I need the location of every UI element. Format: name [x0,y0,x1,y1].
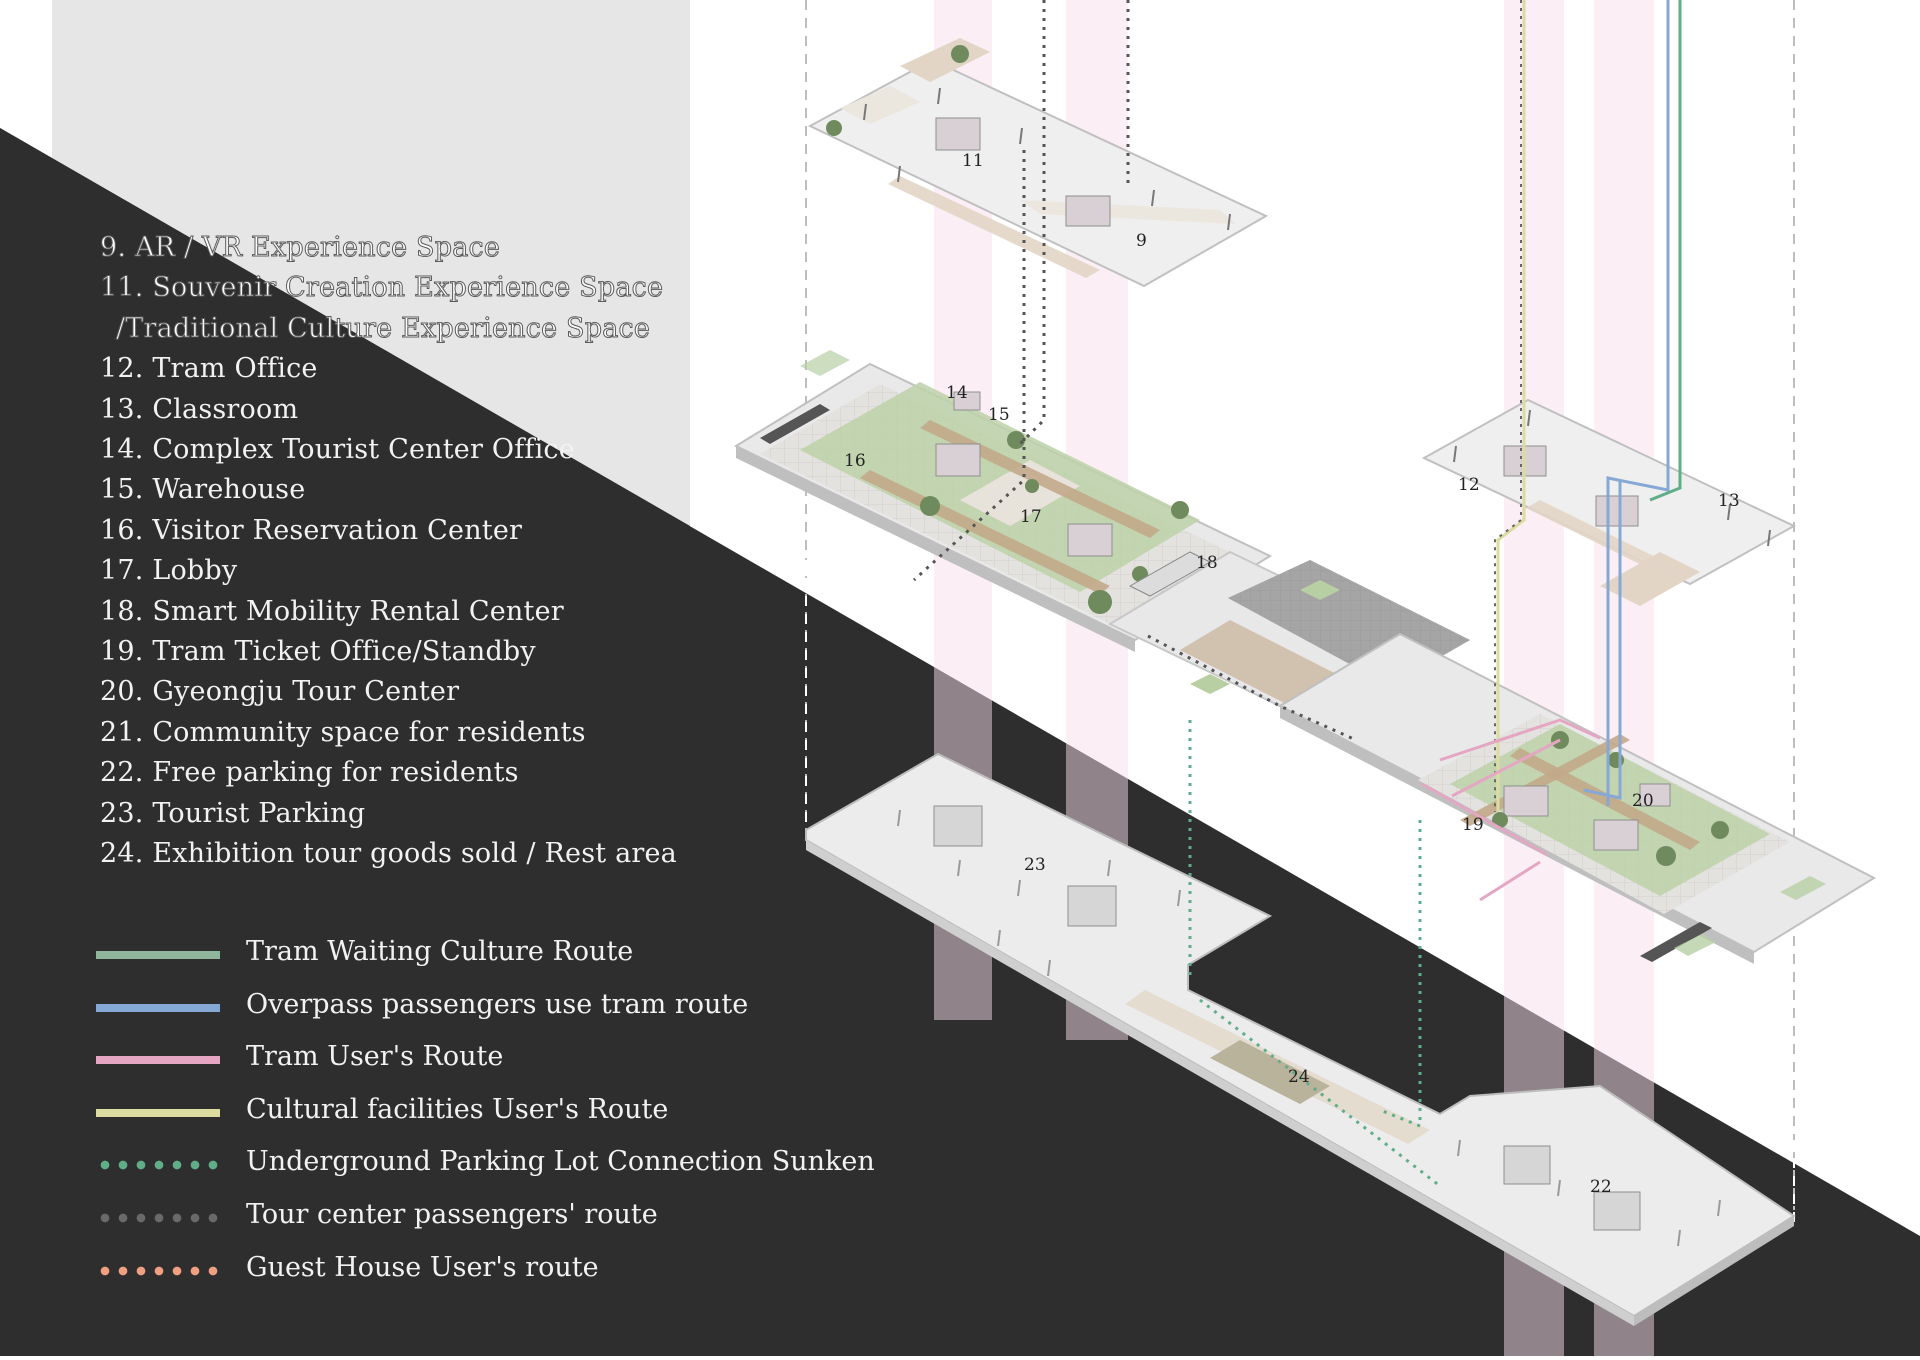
upper-level-left [807,38,1269,288]
route-label: Guest House User's route [246,1251,599,1283]
label-13: 13 [1718,491,1740,511]
route-swatch [96,1211,220,1224]
route-swatch [96,951,220,959]
space-legend-item: 13. Classroom [100,393,299,425]
space-legend-item: 11. Souvenir Creation Experience Space [100,272,664,304]
space-legend-item: /Traditional Culture Experience Space [116,312,651,344]
dark-panel-left [0,128,690,1356]
label-11: 11 [962,151,984,171]
route-label: Tram User's Route [246,1041,504,1073]
space-legend-item: 24. Exhibition tour goods sold / Rest ar… [100,838,677,870]
route-label: Tour center passengers' route [246,1198,658,1230]
label-24: 24 [1288,1067,1310,1087]
space-legend-item: 19. Tram Ticket Office/Standby [100,636,536,668]
label-9: 9 [1136,231,1147,251]
space-legend-item: 9. AR / VR Experience Space [100,231,501,263]
route-label: Tram Waiting Culture Route [246,936,634,967]
label-12: 12 [1458,475,1480,495]
space-legend-item: 17. Lobby [100,555,238,587]
plan-number-labels: 11 9 12 13 14 15 16 17 18 19 20 23 24 22 [844,151,1740,1197]
route-swatch [96,1056,220,1065]
label-16: 16 [844,451,866,471]
route-swatch [96,1264,220,1277]
label-15: 15 [988,405,1010,425]
label-17: 17 [1020,507,1042,527]
route-lines [912,0,1682,1188]
route-label: Underground Parking Lot Connection Sunke… [246,1146,875,1178]
space-legend-item: 16. Visitor Reservation Center [100,514,523,546]
space-legend: 9. AR / VR Experience Space 11. Souvenir … [100,228,677,875]
label-23: 23 [1024,855,1046,875]
label-20: 20 [1632,791,1654,811]
space-legend-item: 18. Smart Mobility Rental Center [100,595,564,627]
space-legend-item: 22. Free parking for residents [100,757,519,789]
route-label: Overpass passengers use tram route [246,988,749,1020]
route-swatch [96,1003,220,1012]
space-legend-item: 21. Community space for residents [100,716,586,748]
underground-parking-level [805,752,1796,1326]
route-label: Cultural facilities User's Route [246,1093,669,1125]
space-legend-item: 15. Warehouse [100,474,306,506]
label-18: 18 [1196,553,1218,573]
ground-level-left [733,350,1273,652]
space-legend-item: 20. Gyeongju Tour Center [100,676,460,708]
route-swatch [96,1159,220,1172]
space-legend-item: 23. Tourist Parking [100,797,366,829]
label-22: 22 [1590,1177,1612,1197]
label-19: 19 [1462,815,1484,835]
label-14: 14 [946,383,968,403]
route-swatch [96,1108,220,1117]
space-legend-item: 12. Tram Office [100,353,318,385]
space-legend-item: 14. Complex Tourist Center Office [100,434,575,466]
ground-level-right [1277,632,1877,964]
